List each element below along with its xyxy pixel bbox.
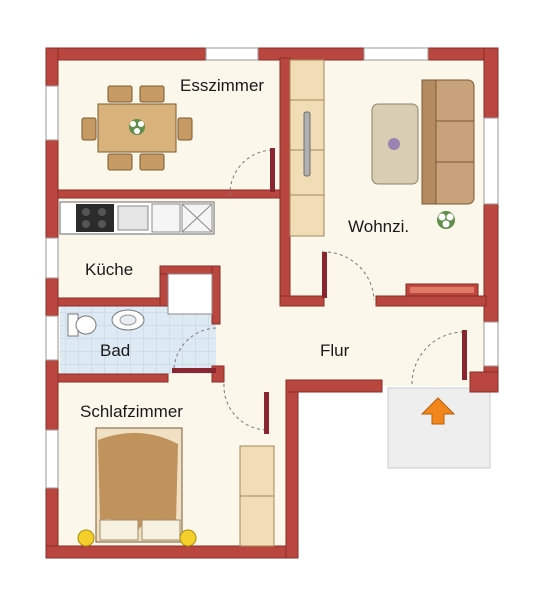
doors — [172, 148, 467, 434]
room-label-schlafzimmer: Schlafzimmer — [80, 402, 183, 421]
built-in-cabinet — [289, 59, 325, 237]
room-label-flur: Flur — [320, 341, 350, 360]
window-kitchen — [45, 237, 59, 279]
window-bedroom — [45, 429, 59, 489]
door-entrance — [462, 330, 467, 380]
door-bedroom — [264, 392, 269, 434]
wall-bedroom-right — [285, 391, 299, 559]
window-dining-left — [45, 85, 59, 141]
door-bath — [172, 368, 216, 373]
windows — [45, 47, 499, 489]
dining-table — [81, 85, 193, 171]
flower-icon — [129, 119, 145, 135]
nightstand-lamps — [77, 529, 197, 547]
wall-dining-kitchen — [57, 189, 289, 199]
window-living-top — [363, 47, 429, 61]
room-label-wohnzimmer: Wohnzi. — [348, 217, 410, 236]
wall-flur-bottom — [285, 379, 383, 393]
wall-shower-right — [211, 265, 221, 325]
wall-bottom — [45, 545, 297, 559]
sink — [117, 205, 149, 231]
washbasin — [111, 309, 145, 331]
door-arc-dining — [229, 149, 273, 197]
wall-entrance-post — [469, 371, 499, 393]
wall-top — [45, 47, 499, 61]
window-flur — [483, 321, 499, 367]
window-dining — [205, 47, 259, 61]
door-living — [322, 252, 327, 298]
door-arc-bedroom — [223, 383, 267, 431]
sofa — [421, 79, 475, 205]
walls — [45, 47, 499, 559]
door-dining — [270, 148, 275, 192]
wall-bath-bedroom — [57, 373, 169, 383]
coffee-table — [371, 103, 419, 185]
room-label-kueche: Küche — [85, 260, 134, 279]
door-arc-bath — [173, 327, 219, 369]
stove — [76, 204, 114, 232]
toilet — [67, 313, 97, 337]
arrow-up-icon — [420, 397, 456, 425]
flower-icon — [437, 211, 455, 229]
wardrobe — [239, 445, 275, 547]
kitchen-counter — [59, 201, 215, 235]
sideboard — [405, 283, 479, 297]
room-label-esszimmer: Esszimmer — [180, 76, 265, 95]
shower — [167, 273, 213, 315]
wall-kitchen-bath — [57, 297, 165, 307]
room-label-bad: Bad — [100, 341, 131, 360]
window-living-right — [483, 117, 499, 205]
window-bath — [45, 315, 59, 361]
wall-dining-living — [279, 57, 291, 307]
bed — [95, 427, 183, 543]
wall-living-flur-b — [375, 295, 487, 307]
wall-living-flur-a — [279, 295, 325, 307]
wall-shower-top — [159, 265, 221, 275]
